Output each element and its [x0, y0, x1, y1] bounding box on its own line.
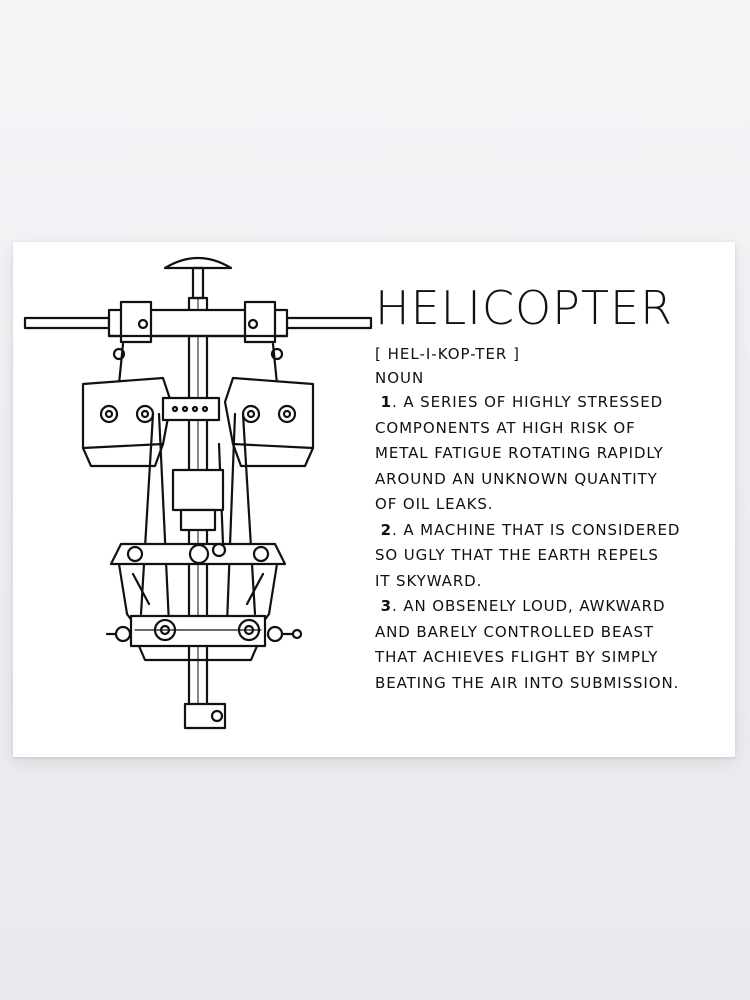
definition-line: AROUND AN UNKNOWN QUANTITY — [375, 469, 658, 488]
definition-line: SO UGLY THAT THE EARTH REPELS — [375, 546, 659, 564]
pronunciation: [ HEL-I-KOP-TER ] — [375, 345, 520, 363]
definition-line: COMPONENTS AT HIGH RISK OF — [375, 418, 636, 437]
poster: HELICOPTER [ HEL-I-KOP-TER ] NOUN 1. A S… — [13, 242, 735, 757]
definition-number: 3 — [380, 597, 393, 615]
definition-number: 1 — [380, 393, 393, 411]
definition-line: 2. A MACHINE THAT IS CONSIDERED — [380, 520, 681, 539]
definition-number: 2 — [380, 520, 393, 539]
definition-line: 1. A SERIES OF HIGHLY STRESSED — [380, 393, 664, 411]
definition-line: OF OIL LEAKS. — [375, 495, 494, 513]
definition-line: BEATING THE AIR INTO SUBMISSION. — [375, 673, 680, 692]
definition-2: 2. A MACHINE THAT IS CONSIDERED SO UGLY … — [375, 518, 731, 595]
definition-line: THAT ACHIEVES FLIGHT BY SIMPLY — [375, 648, 659, 666]
definition-line: METAL FATIGUE ROTATING RAPIDLY — [375, 444, 664, 462]
definition-3: 3. AN OBSENELY LOUD, AWKWARD AND BARELY … — [375, 594, 731, 696]
definition-line: AND BARELY CONTROLLED BEAST — [375, 622, 654, 641]
rotor-head-illustration — [23, 257, 373, 730]
poster-title: HELICOPTER — [375, 281, 674, 335]
definition-line: IT SKYWARD. — [375, 571, 483, 590]
part-of-speech: NOUN — [375, 369, 425, 387]
definition-line: 3. AN OBSENELY LOUD, AWKWARD — [380, 597, 666, 615]
definition-1: 1. A SERIES OF HIGHLY STRESSED COMPONENT… — [375, 390, 731, 518]
definition-text: HELICOPTER [ HEL-I-KOP-TER ] NOUN 1. A S… — [375, 282, 731, 696]
